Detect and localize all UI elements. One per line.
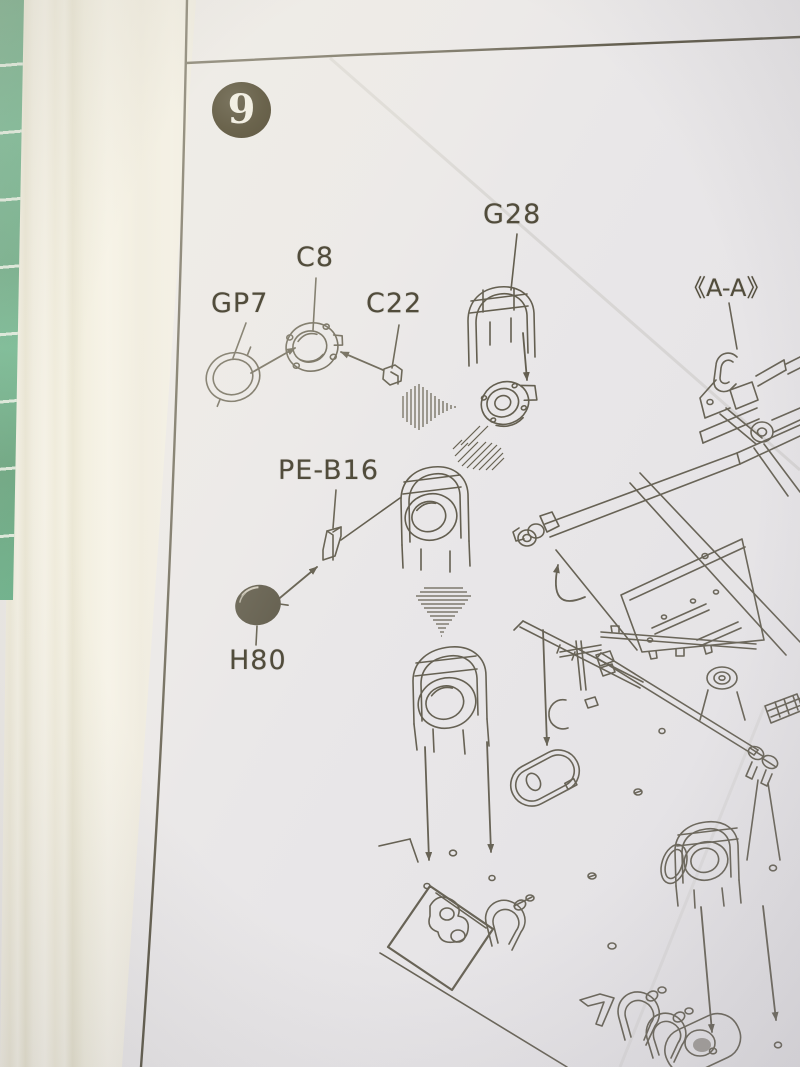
part-label-g28: G28 [483, 199, 542, 230]
assembly-lamp-guard-lower [412, 646, 490, 755]
part-gp7-ring [205, 346, 261, 408]
step-badge: 9 [212, 82, 271, 138]
assembly-arrows [250, 332, 779, 1033]
hull-edge [378, 838, 568, 1067]
part-c8-lamp [285, 322, 344, 372]
d-shackle [484, 894, 535, 951]
bent-bracket [579, 993, 615, 1027]
part-label-pe-b16: PE-B16 [278, 455, 380, 486]
step-number: 9 [227, 85, 256, 133]
assembly-lamp-guard-right [660, 820, 742, 909]
part-label-c8: C8 [296, 242, 335, 273]
oval-mounting-pad [509, 749, 581, 807]
part-label-c22: C22 [366, 288, 423, 319]
part-pe-b16-bracket [322, 526, 342, 561]
label-leader-lines [232, 233, 738, 646]
tow-bar [512, 424, 800, 547]
part-label-h80: H80 [229, 645, 287, 676]
part-g28-lamp [480, 380, 538, 428]
hatched-arrow-diagonal [452, 425, 505, 471]
mounting-plate-clevis [386, 884, 495, 992]
section-label-aa: 《A-A》 [682, 274, 771, 302]
hatched-arrow-right [402, 384, 456, 430]
hatched-arrow-down [416, 587, 471, 637]
assembly-lamp-guard-mid [400, 466, 471, 573]
part-h80-cap [235, 584, 289, 626]
paper-crease [329, 56, 800, 1067]
part-label-gp7: GP7 [211, 288, 269, 319]
